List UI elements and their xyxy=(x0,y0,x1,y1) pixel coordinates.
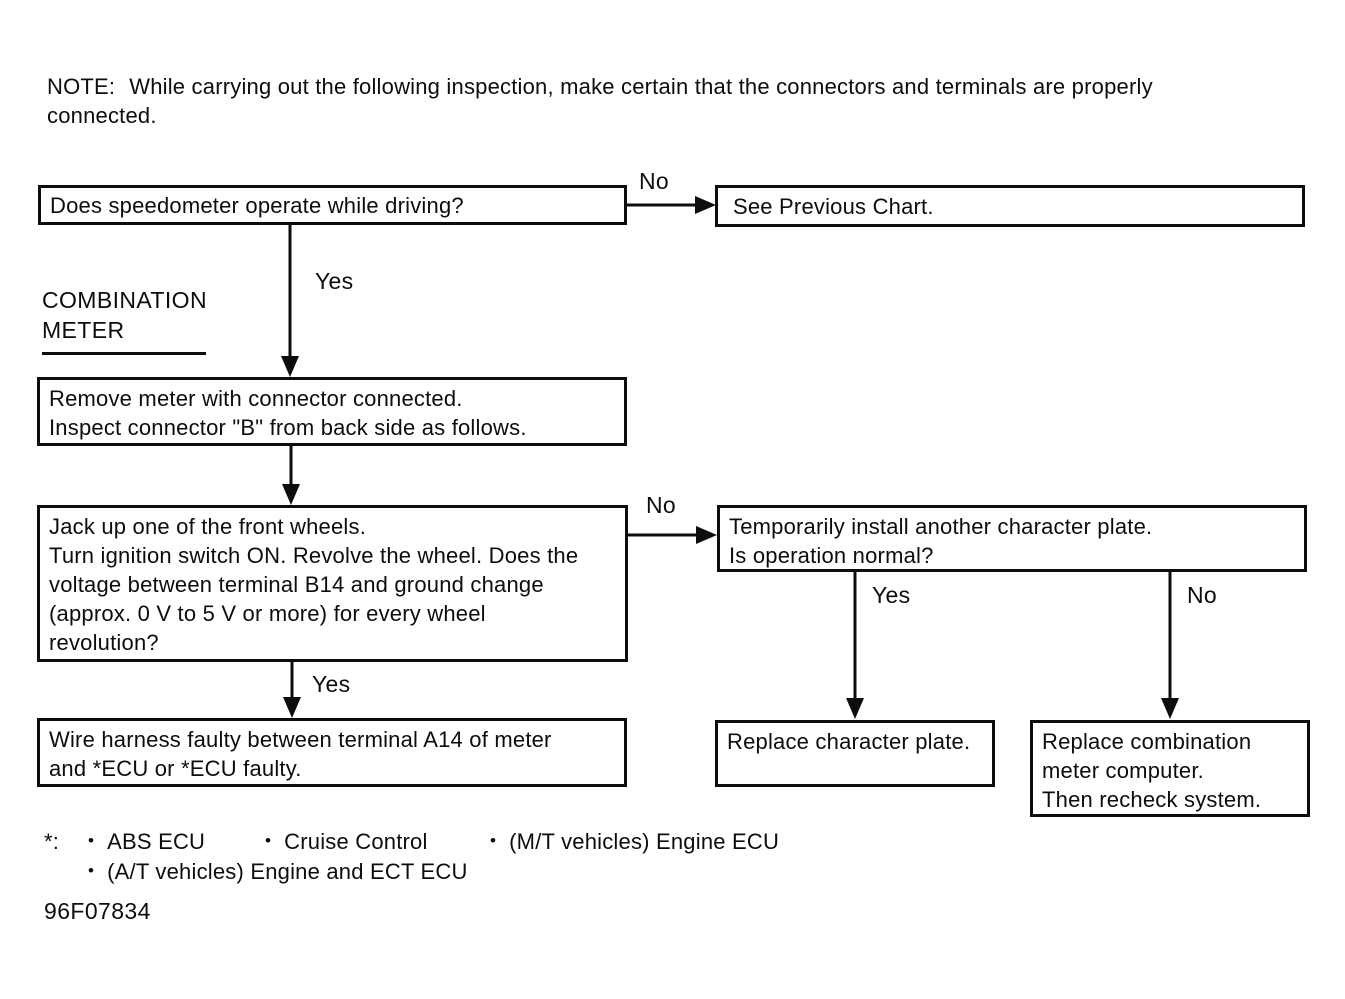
section-label-combination-meter: COMBINATION METER xyxy=(42,285,207,355)
footnote-item: • Cruise Control xyxy=(265,829,428,855)
footnote-item: • ABS ECU xyxy=(88,829,205,855)
note: NOTE:While carrying out the following in… xyxy=(47,72,1262,130)
flow-box-text-line: Inspect connector "B" from back side as … xyxy=(49,415,527,440)
arrow-q1-to-remove-meter xyxy=(281,225,299,377)
flow-box-text: Does speedometer operate while driving? xyxy=(50,192,464,218)
flow-box-temp-install-plate: Temporarily install another character pl… xyxy=(717,505,1307,572)
footnote-item: • (A/T vehicles) Engine and ECT ECU xyxy=(88,859,468,885)
flow-box-text-line: Temporarily install another character pl… xyxy=(729,514,1153,539)
arrow-temp-install-to-replace-plate xyxy=(846,572,864,719)
edge-label-no-3: No xyxy=(1187,582,1218,608)
flow-box-text-line: Remove meter with connector connected. xyxy=(49,386,463,411)
flow-box-replace-character-plate: Replace character plate. xyxy=(715,720,995,787)
section-label-line1: COMBINATION xyxy=(42,287,207,313)
edge-label-yes-3: Yes xyxy=(872,582,911,608)
bullet-icon: • xyxy=(490,831,497,850)
flow-box-text-line: Replace combination xyxy=(1042,729,1252,754)
note-text: While carrying out the following inspect… xyxy=(47,74,1153,128)
flow-box-text-line: Wire harness faulty between terminal A14… xyxy=(49,727,552,752)
footnote-marker: *: xyxy=(44,829,60,854)
edge-label-yes-2: Yes xyxy=(312,671,351,697)
bullet-icon: • xyxy=(265,831,272,850)
footnote-item-text: ABS ECU xyxy=(107,829,206,854)
flow-box-text-line: and *ECU or *ECU faulty. xyxy=(49,756,302,781)
arrow-temp-install-to-replace-computer xyxy=(1161,572,1179,719)
flow-box-wire-harness-faulty: Wire harness faulty between terminal A14… xyxy=(37,718,627,787)
flow-box-text: See Previous Chart. xyxy=(733,193,934,219)
flow-box-text-line: Then recheck system. xyxy=(1042,787,1262,812)
note-label: NOTE: xyxy=(47,74,116,99)
doc-number: 96F07834 xyxy=(44,898,151,924)
footnote-item-text: (M/T vehicles) Engine ECU xyxy=(509,829,780,854)
flow-box-see-previous-chart: See Previous Chart. xyxy=(715,185,1305,227)
arrow-jack-up-to-wire-harness xyxy=(283,662,301,718)
flow-box-speedometer-question: Does speedometer operate while driving? xyxy=(38,185,627,225)
flow-box-text-line: Jack up one of the front wheels. xyxy=(49,514,367,539)
bullet-icon: • xyxy=(88,831,95,850)
section-label-line2: METER xyxy=(42,317,125,343)
footnote-item-text: Cruise Control xyxy=(284,829,428,854)
edge-label-yes-1: Yes xyxy=(315,268,354,294)
edge-label-no-1: No xyxy=(639,168,670,194)
flow-box-remove-meter: Remove meter with connector connected. I… xyxy=(37,377,627,446)
footnote-item: • (M/T vehicles) Engine ECU xyxy=(490,829,779,855)
flow-box-text-line: voltage between terminal B14 and ground … xyxy=(49,572,544,597)
bullet-icon: • xyxy=(88,861,95,880)
footnote-item-text: (A/T vehicles) Engine and ECT ECU xyxy=(107,859,468,884)
flow-box-jack-up-wheel: Jack up one of the front wheels. Turn ig… xyxy=(37,505,628,662)
flow-box-text: Replace character plate. xyxy=(727,729,971,754)
flow-box-text-line: Turn ignition switch ON. Revolve the whe… xyxy=(49,543,579,568)
arrow-q1-to-see-previous xyxy=(627,196,716,214)
flow-box-text-line: meter computer. xyxy=(1042,758,1204,783)
arrow-remove-meter-to-jack-up xyxy=(282,446,300,505)
arrow-jack-up-to-temp-install xyxy=(628,526,717,544)
flow-box-text-line: (approx. 0 V to 5 V or more) for every w… xyxy=(49,601,486,626)
flow-box-text-line: revolution? xyxy=(49,630,159,655)
edge-label-no-2: No xyxy=(646,492,677,518)
flow-box-text-line: Is operation normal? xyxy=(729,543,934,568)
flow-box-replace-meter-computer: Replace combination meter computer. Then… xyxy=(1030,720,1310,817)
